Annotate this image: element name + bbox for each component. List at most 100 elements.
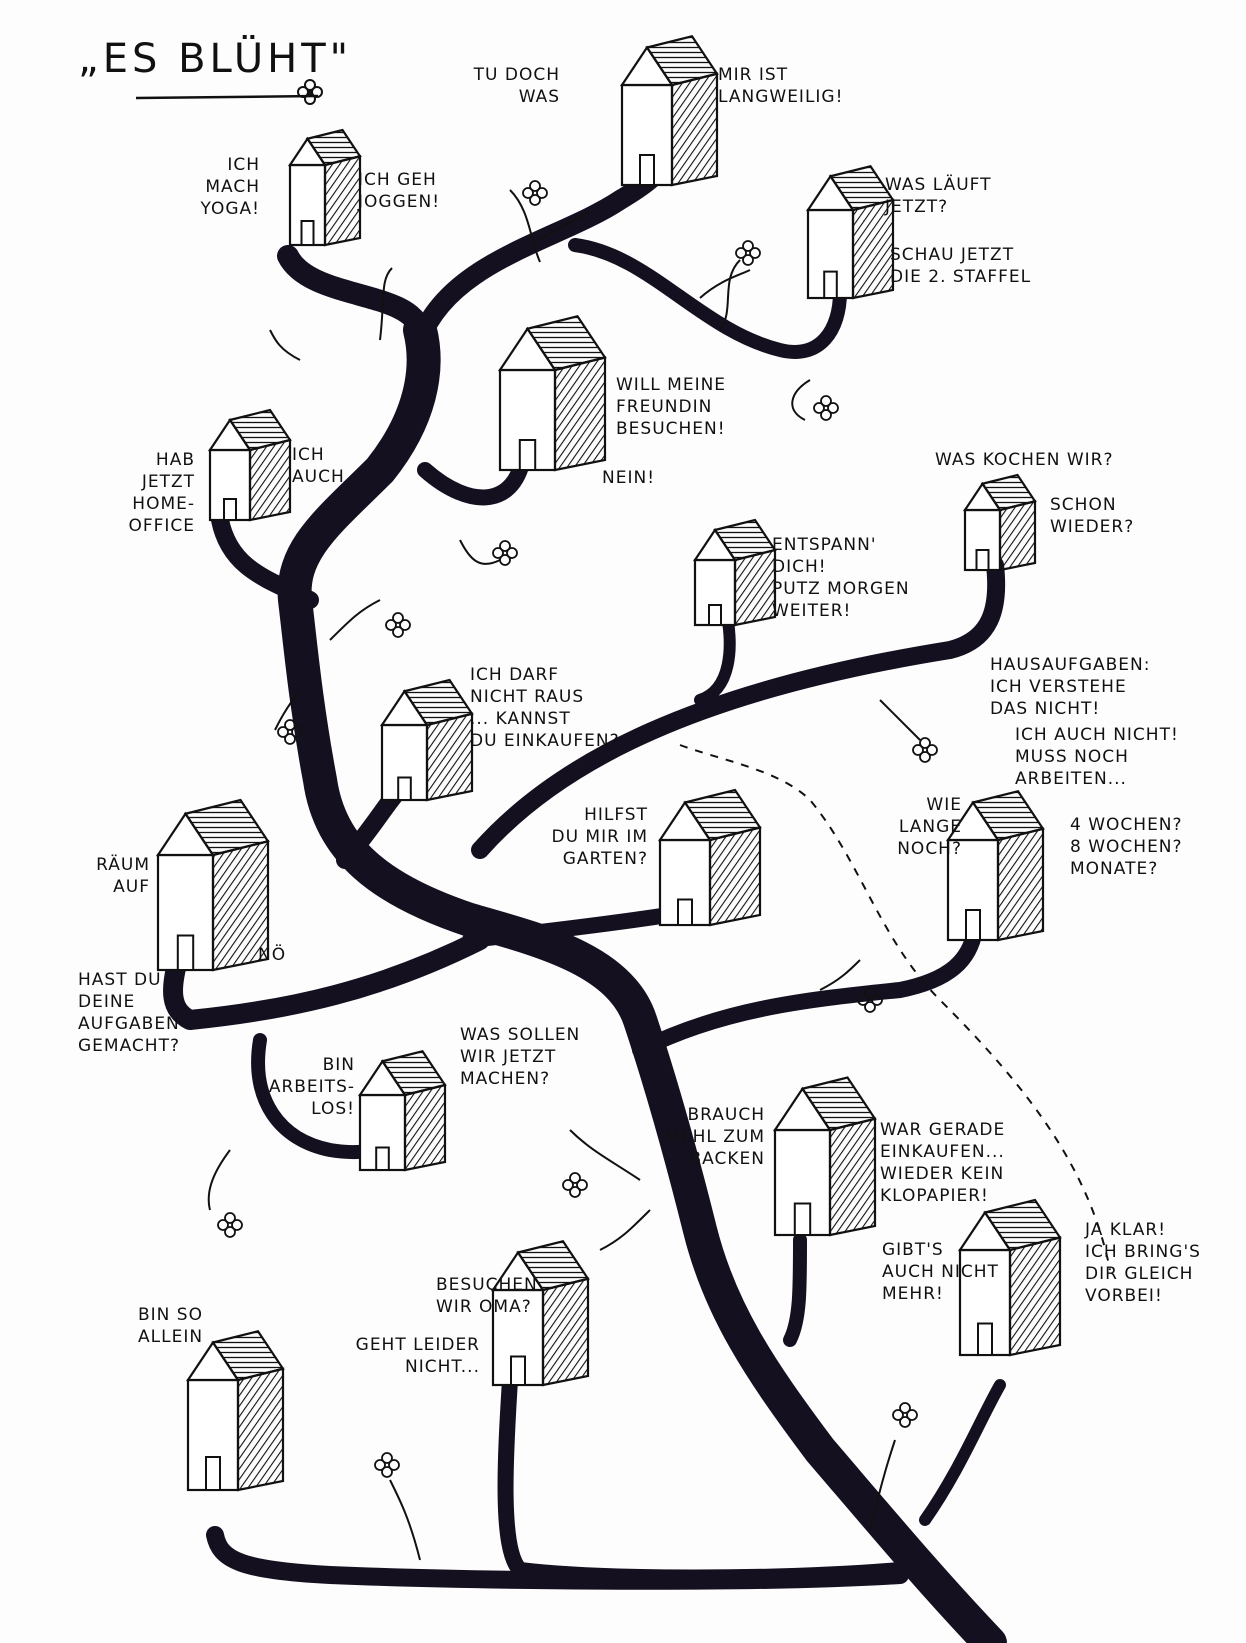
house-side-wall — [733, 548, 777, 627]
house-roof — [645, 34, 719, 87]
house-15 — [490, 1239, 590, 1387]
house-roof — [183, 798, 270, 857]
house-door — [518, 439, 537, 471]
house-door — [639, 154, 655, 186]
house-roof — [211, 1329, 285, 1382]
house-16 — [185, 1329, 285, 1492]
house-1 — [619, 34, 719, 187]
house-door — [823, 270, 838, 300]
house-side-wall — [1008, 1236, 1062, 1357]
house-5 — [207, 408, 292, 522]
house-front-wall — [156, 853, 215, 972]
house-roof — [380, 1049, 447, 1097]
house-door — [965, 909, 981, 941]
house-door — [223, 498, 237, 521]
house-roof — [516, 1239, 590, 1292]
house-roof — [525, 314, 607, 372]
house-door — [975, 549, 990, 571]
house-roof — [828, 164, 895, 212]
house-roof — [983, 1198, 1062, 1252]
house-roof — [683, 788, 762, 842]
speech-right: 4 WOCHEN?8 WOCHEN?MONATE? — [1070, 815, 1183, 879]
flower-icons — [217, 180, 938, 1478]
house-roof — [305, 128, 362, 167]
house-6 — [962, 473, 1037, 572]
twigs-and-flowers — [207, 189, 921, 1561]
house-roof — [228, 408, 292, 452]
speech-top: WAS KOCHEN WIR? — [935, 450, 1113, 470]
page-title: „ES BLÜHT" — [78, 34, 352, 82]
house-10 — [657, 788, 762, 927]
house-side-wall — [998, 499, 1037, 572]
house-7 — [692, 518, 777, 627]
house-door — [977, 1322, 993, 1356]
house-door — [677, 898, 693, 926]
trunk — [277, 313, 1007, 1643]
dashed-line — [679, 744, 1111, 1271]
house-side-wall — [670, 72, 719, 187]
house-side-wall — [553, 356, 607, 472]
house-side-wall — [425, 712, 474, 802]
house-door — [300, 220, 315, 246]
house-roof — [713, 518, 777, 562]
flower-icon — [297, 79, 323, 105]
title-group: „ES BLÜHT" — [78, 34, 352, 105]
house-door — [708, 604, 722, 626]
house-side-wall — [248, 438, 292, 522]
house-door — [510, 1355, 526, 1386]
speech-below: NEIN! — [602, 468, 655, 488]
house-roof — [980, 473, 1037, 512]
house-door — [397, 776, 412, 801]
house-13 — [772, 1076, 877, 1237]
house-12 — [357, 1049, 447, 1172]
house-roof — [971, 789, 1045, 842]
house-roof — [800, 1076, 877, 1132]
house-door — [176, 934, 195, 971]
house-side-wall — [541, 1277, 590, 1387]
house-3 — [805, 164, 895, 300]
house-side-wall — [403, 1083, 447, 1172]
house-2 — [287, 128, 362, 247]
speech-right: NÖ — [258, 943, 286, 965]
house-8 — [379, 678, 474, 802]
house-9 — [945, 789, 1045, 942]
house-door — [205, 1456, 221, 1491]
house-side-wall — [708, 826, 762, 927]
house-roof — [402, 678, 474, 727]
house-side-wall — [996, 827, 1045, 942]
house-side-wall — [323, 154, 362, 247]
house-door — [793, 1202, 812, 1236]
title-underline — [135, 94, 319, 100]
house-14 — [957, 1198, 1062, 1357]
tree-branches — [163, 165, 1007, 1643]
